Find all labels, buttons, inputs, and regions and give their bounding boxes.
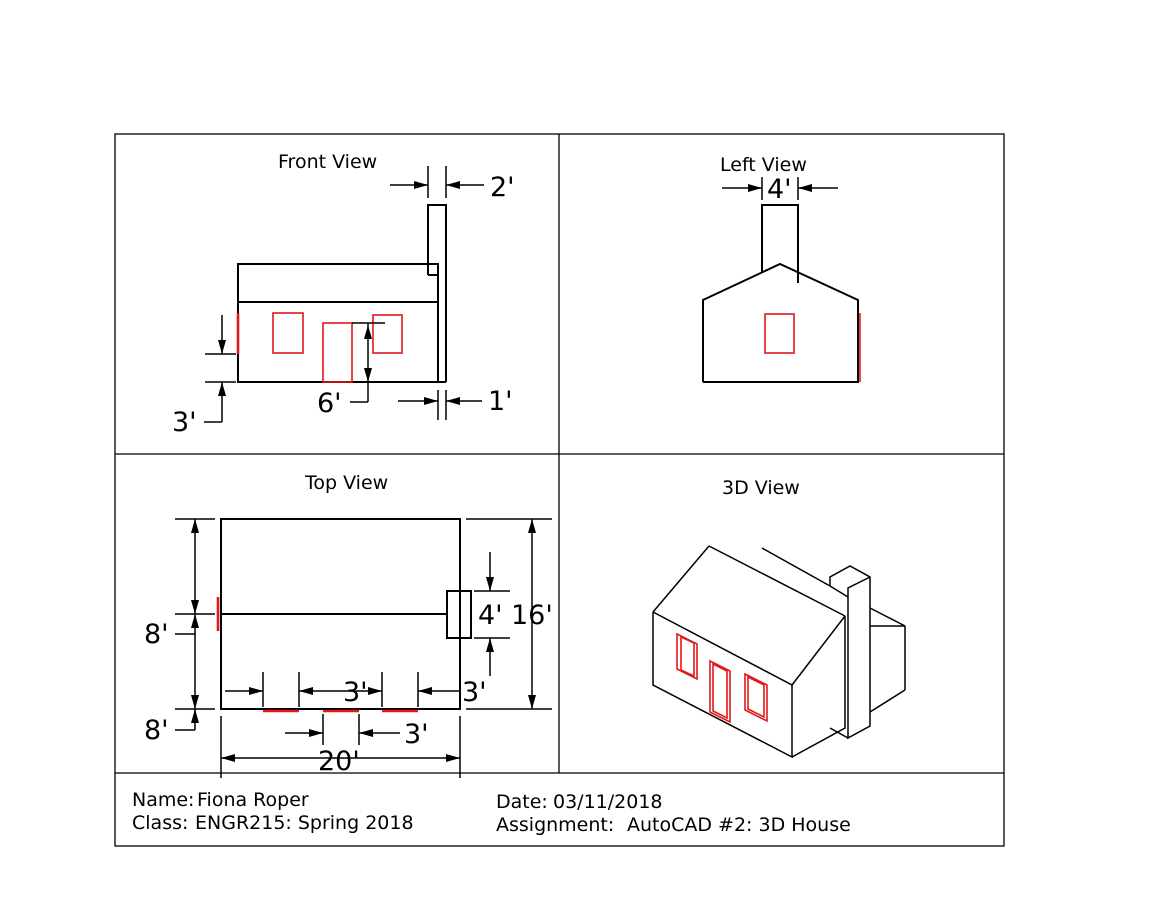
top-view: Top View 8' 8'	[144, 472, 553, 778]
left-view-title: Left View	[720, 154, 807, 176]
top-dim-upper-half-label: 8'	[144, 619, 169, 650]
assignment-label: Assignment:	[496, 814, 614, 836]
top-dim-window-spacing: 3' 3'	[225, 672, 487, 708]
front-windows-door	[236, 312, 403, 383]
class-value: ENGR215: Spring 2018	[195, 812, 414, 834]
top-house-outline	[216, 518, 472, 713]
front-dim-window-sill: 3'	[172, 315, 236, 438]
title-block: Name: Fiona Roper Class: ENGR215: Spring…	[132, 789, 851, 836]
left-window	[764, 313, 795, 354]
top-dim-door-width: 3'	[285, 714, 429, 750]
front-house-outline	[237, 204, 447, 383]
front-dim-wall-offset-label: 1'	[488, 386, 513, 417]
top-dim-chimney-label: 4'	[478, 600, 503, 631]
front-view-title: Front View	[278, 151, 377, 173]
iso-door	[709, 659, 731, 724]
iso-window-left-inner	[680, 635, 695, 678]
front-dim-door-height: 6'	[317, 322, 385, 419]
front-view: Front View 2'	[172, 151, 515, 438]
sheet-frame	[114, 133, 1005, 847]
iso-door-inner	[712, 662, 728, 720]
front-dim-chimney-width-label: 2'	[490, 172, 515, 203]
top-dim-gap-a-label: 3'	[343, 677, 368, 708]
top-view-title: Top View	[304, 472, 388, 494]
top-dim-depth: 16'	[466, 518, 553, 710]
iso-house	[652, 545, 906, 759]
top-dim-door-width-label: 3'	[404, 719, 429, 750]
iso-view: 3D View	[652, 477, 906, 759]
left-dim-chimney-label: 4'	[767, 174, 792, 205]
top-dim-chimney: 4'	[474, 552, 510, 676]
assignment-value: AutoCAD #2: 3D House	[627, 814, 851, 836]
date-value: 03/11/2018	[553, 791, 663, 813]
name-label: Name:	[132, 789, 194, 811]
left-house-outline	[702, 204, 861, 383]
iso-window-right	[744, 672, 768, 723]
top-dim-lower-half-label: 8'	[144, 715, 169, 746]
front-door	[322, 322, 353, 383]
front-window-right	[372, 314, 403, 354]
front-dim-door-height-label: 6'	[317, 388, 342, 419]
top-dim-length: 20'	[220, 716, 461, 778]
left-view: Left View 4'	[702, 154, 861, 383]
top-dim-depth-label: 16'	[511, 600, 553, 631]
iso-view-title: 3D View	[722, 477, 800, 499]
front-dim-window-sill-label: 3'	[172, 407, 197, 438]
front-dim-chimney-width: 2'	[390, 166, 515, 203]
front-dim-wall-offset: 1'	[398, 386, 513, 420]
date-label: Date:	[496, 791, 548, 813]
top-dim-halves: 8' 8'	[144, 518, 215, 746]
iso-window-right-inner	[747, 675, 765, 719]
top-dim-length-label: 20'	[318, 746, 360, 777]
front-window-left	[272, 312, 304, 354]
name-value: Fiona Roper	[197, 789, 309, 811]
left-dim-chimney: 4'	[722, 174, 838, 205]
top-dim-gap-b-label: 3'	[462, 677, 487, 708]
class-label: Class:	[132, 812, 188, 834]
